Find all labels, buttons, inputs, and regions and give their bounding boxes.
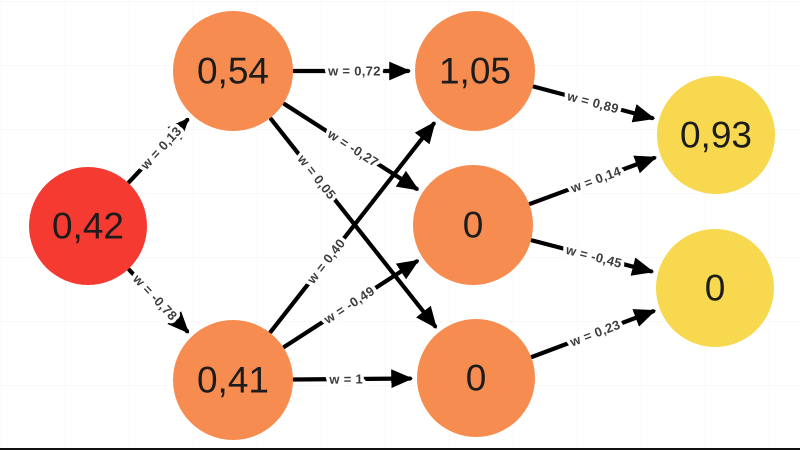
edge-weight-label: w = 0,13: [137, 124, 185, 173]
node-hidden1-2: [173, 320, 293, 440]
edge-weight-label: w = -0,78: [129, 271, 180, 324]
edge-weight-label: w = 0,23: [567, 317, 622, 350]
edge-hidden1-2-to-hidden2-2: [282, 259, 420, 350]
edge-hidden1-2-to-hidden2-3: [291, 369, 414, 389]
edge-hidden2-1-to-output-1: [531, 84, 656, 123]
node-value-label: 1,05: [439, 51, 511, 92]
edge-hidden2-2-to-output-2: [529, 238, 655, 276]
edge-weight-label: w = -0,27: [324, 126, 381, 170]
edge-hidden1-1-to-hidden2-3: [268, 116, 438, 329]
node-value-label: 0,41: [197, 360, 269, 401]
node-value-label: 0: [705, 268, 726, 309]
node-output-2: [656, 229, 774, 347]
node-input-1: [29, 167, 147, 285]
edge-weight-label: w = 1: [328, 371, 363, 386]
node-hidden2-3: [417, 319, 535, 437]
edge-weight-label: w = -0,45: [563, 242, 623, 271]
node-value-label: 0: [463, 205, 484, 246]
nodes-group: 0,42 0,54 0,41 1,05 0 0 0,93 0: [29, 11, 775, 440]
edge-hidden2-3-to-output-2: [530, 309, 657, 359]
edges-group: [126, 61, 657, 389]
edge-weight-label: w = -0,49: [320, 283, 377, 327]
edge-input-1-to-hidden1-1: [126, 117, 190, 185]
edge-weight-label: w = 0,05: [294, 151, 339, 202]
edge-hidden2-2-to-output-1: [528, 155, 657, 206]
node-value-label: 0,93: [680, 115, 752, 156]
edge-input-1-to-hidden1-2: [127, 267, 190, 334]
edge-hidden1-2-to-hidden2-1: [268, 121, 436, 335]
node-output-1: [657, 76, 775, 194]
node-hidden2-2: [413, 165, 533, 285]
node-value-label: 0,42: [52, 206, 124, 247]
node-value-label: 0,54: [197, 51, 269, 92]
bottom-border: [0, 448, 800, 450]
edge-weight-label: w = 0,89: [565, 88, 621, 116]
edge-weight-label: w = 0,72: [327, 64, 381, 79]
node-hidden1-1: [173, 11, 293, 131]
node-hidden2-1: [415, 11, 535, 131]
edge-weight-label: w = 0,14: [568, 163, 624, 196]
edge-weight-label: w = 0,40: [303, 236, 348, 287]
node-value-label: 0: [466, 358, 487, 399]
